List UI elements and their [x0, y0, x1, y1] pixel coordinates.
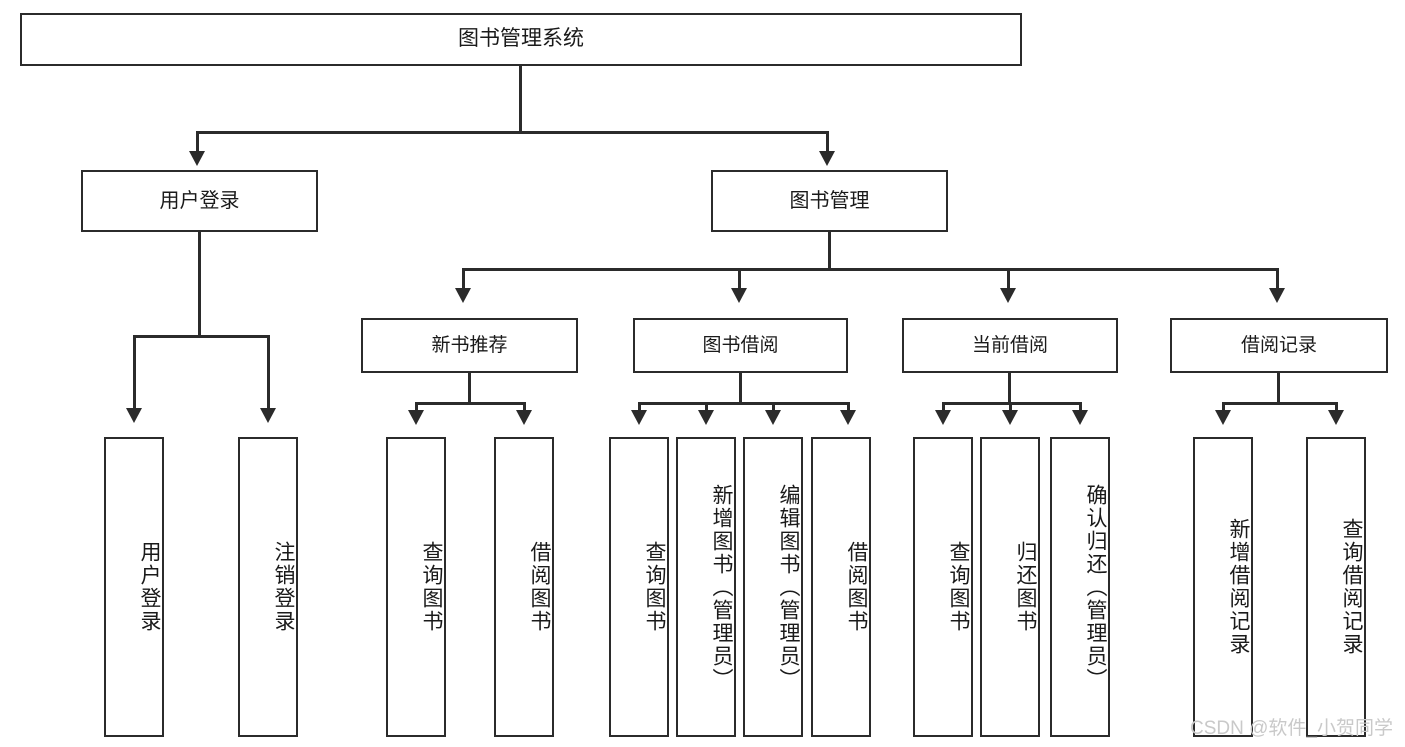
leaf-borrow-record-add[interactable]: 新增借阅记录	[1193, 437, 1253, 737]
connector-book-borrow-bus	[638, 402, 850, 405]
leaf-user-login-logout[interactable]: 注销登录	[238, 437, 298, 737]
arrowhead-book-borrow-leaf-2	[698, 410, 714, 425]
connector-new-book-stem	[468, 373, 471, 404]
node-current-borrow[interactable]: 当前借阅	[902, 318, 1118, 373]
arrowhead-new-book-leaf-2	[516, 410, 532, 425]
arrowhead-user-login-leaf-2	[260, 408, 276, 423]
node-label: 图书管理系统	[458, 27, 584, 51]
connector-book-borrow-drop-4	[847, 402, 850, 412]
arrowhead-current-borrow-leaf-2	[1002, 410, 1018, 425]
connector-new-book-drop-2	[523, 402, 526, 412]
connector-level3-bus	[462, 268, 1279, 271]
leaf-borrow-record-query[interactable]: 查询借阅记录	[1306, 437, 1366, 737]
connector-level3-drop-2	[738, 268, 741, 290]
arrowhead-borrow-record-leaf-2	[1328, 410, 1344, 425]
connector-borrow-record-drop-2	[1335, 402, 1338, 412]
node-borrow-record[interactable]: 借阅记录	[1170, 318, 1388, 373]
arrowhead-current-borrow-leaf-1	[935, 410, 951, 425]
connector-book-borrow-drop-2	[705, 402, 708, 412]
connector-root-stem	[519, 66, 522, 133]
node-label: 当前借阅	[971, 334, 1048, 356]
arrowhead-current-borrow-leaf-3	[1072, 410, 1088, 425]
arrowhead-to-book-management	[819, 151, 835, 166]
connector-level3-drop-4	[1276, 268, 1279, 290]
node-label: 归还图书	[1014, 541, 1037, 633]
node-label: 用户登录	[138, 541, 161, 633]
node-user-login[interactable]: 用户登录	[81, 170, 318, 232]
connector-root-bus	[196, 131, 829, 134]
connector-new-book-drop-1	[415, 402, 418, 412]
node-label: 查询图书	[420, 541, 443, 633]
arrowhead-borrow-record-leaf-1	[1215, 410, 1231, 425]
csdn-watermark: CSDN @软件_小贺同学	[1190, 713, 1393, 740]
leaf-book-borrow-borrow[interactable]: 借阅图书	[811, 437, 871, 737]
connector-new-book-bus	[415, 402, 526, 405]
connector-user-login-stem	[198, 232, 201, 337]
node-book-borrow[interactable]: 图书借阅	[633, 318, 848, 373]
node-new-book-recommend[interactable]: 新书推荐	[361, 318, 578, 373]
connector-root-drop-left	[196, 131, 199, 153]
arrowhead-to-new-book-recommend	[455, 288, 471, 303]
connector-user-login-drop-1	[133, 335, 136, 410]
connector-current-borrow-stem	[1008, 373, 1011, 404]
connector-borrow-record-stem	[1277, 373, 1280, 404]
leaf-current-borrow-return[interactable]: 归还图书	[980, 437, 1040, 737]
arrowhead-book-borrow-leaf-4	[840, 410, 856, 425]
node-book-management[interactable]: 图书管理	[711, 170, 948, 232]
node-label: 用户登录	[159, 189, 240, 212]
connector-current-borrow-drop-3	[1079, 402, 1082, 412]
connector-level3-drop-1	[462, 268, 465, 290]
connector-book-management-stem	[828, 232, 831, 270]
node-label: 借阅图书	[845, 541, 868, 633]
leaf-current-borrow-confirm-return[interactable]: 确认归还（管理员）	[1050, 437, 1110, 737]
node-label: 图书借阅	[702, 334, 779, 356]
connector-borrow-record-bus	[1222, 402, 1338, 405]
leaf-book-borrow-edit[interactable]: 编辑图书（管理员）	[743, 437, 803, 737]
node-label: 注销登录	[272, 541, 295, 633]
connector-book-borrow-drop-1	[638, 402, 641, 412]
node-label: 借阅图书	[528, 541, 551, 633]
connector-current-borrow-drop-2	[1009, 402, 1012, 412]
leaf-book-borrow-add[interactable]: 新增图书（管理员）	[676, 437, 736, 737]
watermark-text: CSDN @软件_小贺同学	[1190, 718, 1393, 739]
arrowhead-book-borrow-leaf-1	[631, 410, 647, 425]
leaf-current-borrow-query[interactable]: 查询图书	[913, 437, 973, 737]
arrowhead-to-borrow-record	[1269, 288, 1285, 303]
node-label: 图书管理	[789, 189, 870, 212]
connector-root-drop-right	[826, 131, 829, 153]
leaf-new-book-borrow[interactable]: 借阅图书	[494, 437, 554, 737]
arrowhead-to-current-borrow	[1000, 288, 1016, 303]
node-root-book-management-system[interactable]: 图书管理系统	[20, 13, 1022, 66]
arrowhead-new-book-leaf-1	[408, 410, 424, 425]
node-label: 查询图书	[947, 541, 970, 633]
connector-current-borrow-bus	[942, 402, 1082, 405]
node-label: 新书推荐	[431, 334, 508, 356]
node-label: 借阅记录	[1240, 334, 1317, 356]
node-label: 新增图书（管理员）	[710, 483, 733, 691]
connector-book-borrow-stem	[739, 373, 742, 404]
connector-borrow-record-drop-1	[1222, 402, 1225, 412]
node-label: 新增借阅记录	[1227, 518, 1250, 656]
arrowhead-user-login-leaf-1	[126, 408, 142, 423]
connector-user-login-drop-2	[267, 335, 270, 410]
arrowhead-book-borrow-leaf-3	[765, 410, 781, 425]
node-label: 查询图书	[643, 541, 666, 633]
leaf-book-borrow-query[interactable]: 查询图书	[609, 437, 669, 737]
node-label: 查询借阅记录	[1340, 518, 1363, 656]
leaf-user-login-login[interactable]: 用户登录	[104, 437, 164, 737]
connector-current-borrow-drop-1	[942, 402, 945, 412]
node-label: 确认归还（管理员）	[1084, 483, 1107, 691]
connector-book-borrow-drop-3	[772, 402, 775, 412]
node-label: 编辑图书（管理员）	[777, 483, 800, 691]
connector-user-login-bus	[133, 335, 270, 338]
leaf-new-book-query[interactable]: 查询图书	[386, 437, 446, 737]
arrowhead-to-book-borrow	[731, 288, 747, 303]
arrowhead-to-user-login	[189, 151, 205, 166]
connector-level3-drop-3	[1007, 268, 1010, 290]
